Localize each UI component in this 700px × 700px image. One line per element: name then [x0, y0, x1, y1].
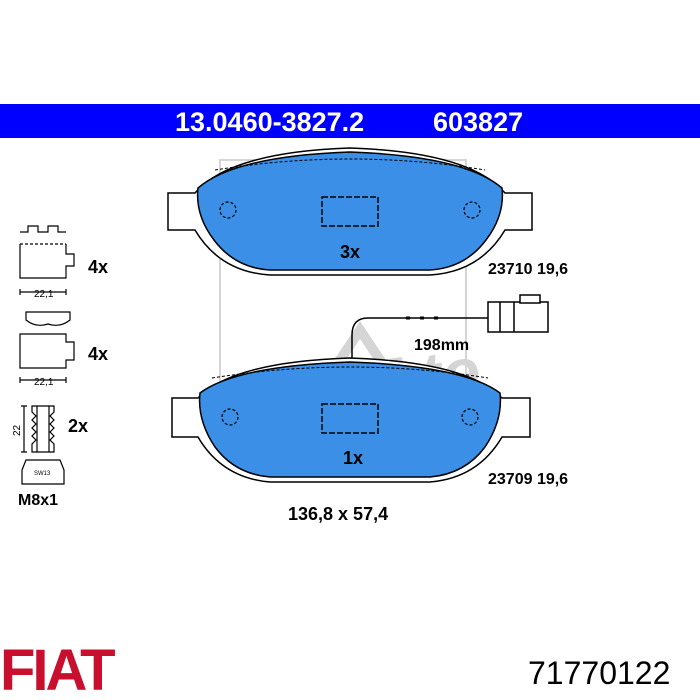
ref-number: 603827: [433, 107, 523, 137]
hole-right-upper: [463, 201, 481, 219]
brake-pad-lower: 1x: [171, 357, 531, 483]
pad-lower-quantity: 1x: [343, 448, 363, 468]
part-number: 13.0460-3827.2: [175, 107, 364, 137]
oem-number: 71770122: [528, 655, 670, 691]
guide-bolt: [21, 405, 65, 485]
bolt-thread: M8x1: [18, 492, 58, 509]
sensor-length: 198mm: [414, 337, 469, 354]
center-tab-upper: [321, 196, 379, 227]
clip-upper-width: 22,1: [34, 289, 54, 300]
sensor-connector: [487, 301, 549, 333]
friction-lining-upper: [196, 151, 504, 271]
hole-left-lower: [221, 408, 239, 426]
hole-left-upper: [219, 201, 237, 219]
clip-upper-quantity: 4x: [88, 257, 108, 277]
hole-right-lower: [461, 408, 479, 426]
pad-dimensions: 136,8 x 57,4: [288, 504, 388, 524]
header-bar: 13.0460-3827.2 603827: [0, 104, 700, 138]
pad-upper-spec: 23710 19,6: [488, 261, 568, 278]
pad-lower-spec: 23709 19,6: [488, 471, 568, 488]
friction-lining-lower: [198, 361, 502, 478]
clip-lower-quantity: 4x: [88, 344, 108, 364]
brake-pad-upper: 3x: [167, 147, 533, 276]
brand-logo: FIAT: [0, 638, 115, 700]
clip-lower: [19, 311, 75, 383]
center-tab-lower: [321, 403, 379, 434]
header-background: [0, 104, 700, 138]
pad-upper-quantity: 3x: [340, 242, 360, 262]
clip-upper: [19, 225, 75, 295]
clip-lower-width: 22,1: [34, 377, 54, 388]
sensor-wire: [351, 317, 490, 360]
wear-sensor: [351, 294, 549, 360]
bolt-wrench-size: SW13: [34, 471, 51, 477]
bolt-height: 22: [12, 424, 23, 436]
bolt-quantity: 2x: [68, 416, 88, 436]
